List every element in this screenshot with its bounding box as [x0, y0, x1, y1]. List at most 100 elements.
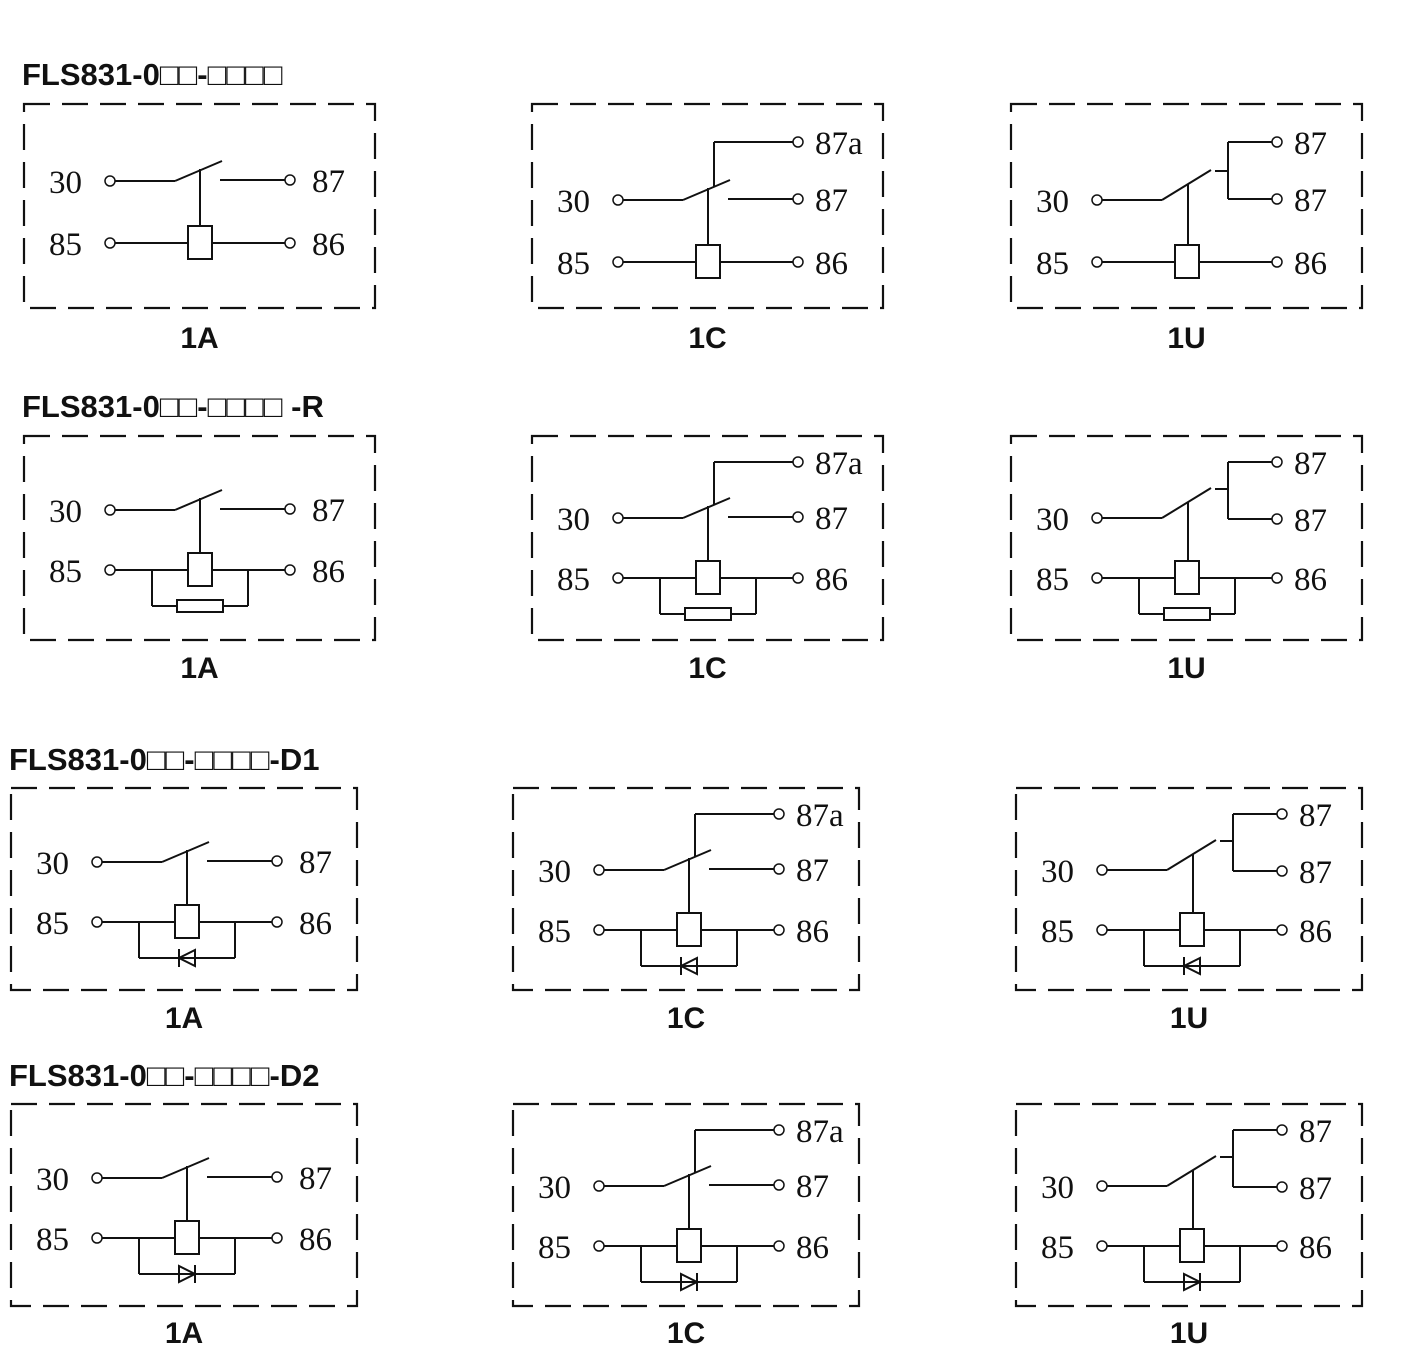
- pin-label-no1: 87: [1299, 1114, 1332, 1150]
- pin-label-nc: 87a: [815, 446, 863, 482]
- terminal-icon: [593, 864, 605, 876]
- terminal-icon: [104, 175, 116, 187]
- pin-label-coil1: 85: [538, 1230, 571, 1266]
- terminal-icon: [91, 856, 103, 868]
- relay-outline-dashed: [1014, 786, 1364, 992]
- pin-label-no: 87: [312, 493, 345, 529]
- pin-label-no2: 87: [1294, 503, 1327, 539]
- pin-label-com: 30: [1041, 1170, 1074, 1206]
- terminal-icon: [1096, 1180, 1108, 1192]
- terminal-icon: [773, 863, 785, 875]
- terminal-icon: [773, 808, 785, 820]
- pin-label-coil1: 85: [1041, 1230, 1074, 1266]
- relay-outline-dashed: [511, 1102, 861, 1308]
- pin-label-no1: 87: [1294, 126, 1327, 162]
- diode-icon: [678, 956, 698, 976]
- terminal-icon: [1276, 808, 1288, 820]
- pin-label-nc: 87a: [815, 126, 863, 162]
- contact-form-caption: 1A: [180, 652, 218, 685]
- terminal-icon: [284, 237, 296, 249]
- contact-form-caption: 1U: [1167, 322, 1205, 355]
- terminal-icon: [612, 194, 624, 206]
- terminal-icon: [612, 572, 624, 584]
- coil-icon: [676, 1228, 702, 1263]
- relay-outline-dashed: [9, 786, 359, 992]
- relay-outline-dashed: [1014, 1102, 1364, 1308]
- terminal-icon: [271, 916, 283, 928]
- terminal-icon: [773, 1240, 785, 1252]
- pin-label-coil2: 86: [312, 554, 345, 590]
- switch-blade: [161, 841, 210, 863]
- terminal-icon: [593, 1180, 605, 1192]
- pin-label-com: 30: [36, 846, 69, 882]
- switch-blade: [682, 179, 731, 201]
- pin-label-no: 87: [815, 501, 848, 537]
- pin-label-coil2: 86: [1299, 1230, 1332, 1266]
- terminal-icon: [792, 256, 804, 268]
- coil-icon: [676, 912, 702, 947]
- pin-label-no1: 87: [1299, 798, 1332, 834]
- coil-icon: [1174, 560, 1200, 595]
- diode-triangle: [678, 956, 698, 976]
- pin-label-coil2: 86: [299, 906, 332, 942]
- switch-blade: [663, 849, 712, 871]
- diode-icon: [1181, 956, 1201, 976]
- switch-blade: [1161, 487, 1212, 519]
- terminal-icon: [104, 504, 116, 516]
- pin-label-no2: 87: [1294, 183, 1327, 219]
- switch-blade: [1161, 169, 1212, 201]
- terminal-icon: [1276, 1124, 1288, 1136]
- pin-label-coil1: 85: [538, 914, 571, 950]
- switch-blade: [663, 1165, 712, 1187]
- terminal-icon: [91, 1172, 103, 1184]
- contact-form-caption: 1U: [1170, 1317, 1208, 1350]
- pin-label-coil1: 85: [557, 562, 590, 598]
- pin-label-com: 30: [538, 854, 571, 890]
- terminal-icon: [1096, 864, 1108, 876]
- terminal-icon: [612, 256, 624, 268]
- pin-label-nc: 87a: [796, 1114, 844, 1150]
- pin-label-coil1: 85: [49, 227, 82, 263]
- terminal-icon: [593, 924, 605, 936]
- pin-label-coil1: 85: [1036, 562, 1069, 598]
- contact-form-caption: 1A: [180, 322, 218, 355]
- pin-label-coil2: 86: [815, 246, 848, 282]
- pin-label-coil1: 85: [36, 906, 69, 942]
- terminal-icon: [1091, 256, 1103, 268]
- switch-blade: [682, 497, 731, 519]
- pin-label-coil2: 86: [815, 562, 848, 598]
- contact-form-caption: 1C: [667, 1317, 705, 1350]
- terminal-icon: [104, 564, 116, 576]
- terminal-icon: [1271, 136, 1283, 148]
- pin-label-coil1: 85: [36, 1222, 69, 1258]
- terminal-icon: [271, 1171, 283, 1183]
- pin-label-no2: 87: [1299, 855, 1332, 891]
- contact-form-caption: 1C: [667, 1002, 705, 1035]
- switch-blade: [174, 160, 223, 182]
- pin-label-com: 30: [49, 165, 82, 201]
- terminal-icon: [593, 1240, 605, 1252]
- relay-outline-dashed: [22, 102, 377, 310]
- coil-icon: [187, 552, 213, 587]
- diode-triangle: [680, 1272, 700, 1292]
- pin-label-coil2: 86: [796, 914, 829, 950]
- terminal-icon: [792, 456, 804, 468]
- pin-label-com: 30: [1036, 184, 1069, 220]
- pin-label-no2: 87: [1299, 1171, 1332, 1207]
- contact-form-caption: 1A: [165, 1317, 203, 1350]
- terminal-icon: [91, 916, 103, 928]
- terminal-icon: [792, 193, 804, 205]
- terminal-icon: [792, 511, 804, 523]
- pin-label-no: 87: [299, 845, 332, 881]
- terminal-icon: [1091, 194, 1103, 206]
- resistor-icon: [684, 607, 732, 621]
- terminal-icon: [1271, 456, 1283, 468]
- terminal-icon: [1091, 512, 1103, 524]
